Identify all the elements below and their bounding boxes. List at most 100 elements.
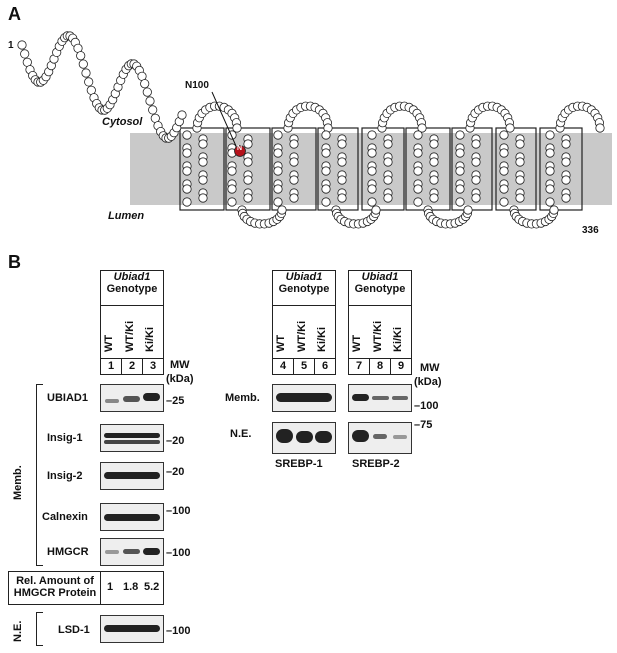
residue-circle (337, 157, 347, 167)
c-terminus-label: 336 (582, 225, 599, 236)
residue-circle (561, 193, 571, 203)
genotype-cells-left (100, 305, 164, 359)
mw-calnexin: –100 (166, 505, 191, 517)
residue-circle (371, 205, 381, 215)
mw-insig2: –20 (166, 466, 185, 478)
srebp2-label: SREBP-2 (352, 458, 400, 470)
mw-srebp-100: –100 (414, 400, 439, 412)
residue-circle (463, 205, 473, 215)
residue-circle (177, 110, 187, 120)
residue-circle (455, 197, 465, 207)
rel-amount-label-2: HMGCR Protein (13, 587, 97, 599)
residue-circle (243, 139, 253, 149)
blot-insig1 (100, 424, 164, 452)
genotype-kiki-right: Ki/Ki (392, 326, 404, 352)
genotype-subtitle: Genotype (106, 283, 158, 295)
row-lsd1-label: LSD-1 (58, 624, 90, 636)
row-insig1-label: Insig-1 (47, 432, 83, 444)
residue-circle (182, 148, 192, 158)
residue-circle (515, 175, 525, 185)
residue-circle (561, 139, 571, 149)
residue-circle (367, 197, 377, 207)
residue-circle (17, 40, 27, 50)
mw-lsd1: –100 (166, 625, 191, 637)
n100-label: N100 (185, 80, 209, 91)
residue-circle (273, 197, 283, 207)
residue-circle (545, 148, 555, 158)
residue-circle (140, 79, 150, 89)
n100-residue (234, 145, 246, 157)
mw-insig1: –20 (166, 435, 185, 447)
residue-circle (321, 197, 331, 207)
residue-circle (455, 166, 465, 176)
residue-circle (337, 139, 347, 149)
memb-group-label: Memb. (12, 465, 24, 500)
residue-circle (78, 59, 88, 69)
residue-circle (545, 130, 555, 140)
n-terminus-label: 1 (8, 40, 14, 51)
residue-circle (505, 123, 515, 133)
lumen-label: Lumen (108, 210, 145, 222)
residue-circle (413, 148, 423, 158)
residue-circle (545, 197, 555, 207)
residue-circle (367, 130, 377, 140)
residue-circle (545, 166, 555, 176)
mw-unit-right: (kDa) (414, 376, 442, 388)
ne-group-label: N.E. (12, 620, 24, 642)
genotype-wt-right: WT (351, 334, 363, 352)
residue-circle (243, 193, 253, 203)
genotype-header-left: Ubiad1 Genotype (100, 270, 164, 306)
genotype-cells-right (348, 305, 412, 359)
blot-hmgcr (100, 538, 164, 566)
genotype-wt: WT (103, 334, 115, 352)
lane-9: 9 (390, 358, 412, 375)
residue-circle (413, 197, 423, 207)
residue-circle (595, 123, 605, 133)
mw-header-right: MW (420, 362, 440, 374)
genotype-wt-mid: WT (275, 334, 287, 352)
rel-value-2: 1.8 (123, 581, 139, 593)
residue-circle (455, 148, 465, 158)
residue-circle (383, 157, 393, 167)
genotype-header-mid: Ubiad1 Genotype (272, 270, 336, 306)
panel-a-label: A (8, 4, 21, 24)
memb-bracket (36, 384, 43, 566)
lane-3: 3 (142, 358, 164, 375)
residue-circle (561, 157, 571, 167)
mw-unit: (kDa) (166, 373, 194, 385)
residue-circle (232, 123, 242, 133)
residue-circle (227, 197, 237, 207)
residue-circle (273, 130, 283, 140)
srebp-ne-label: N.E. (230, 428, 252, 440)
gene-name: Ubiad1 (113, 271, 151, 283)
lane-4: 4 (272, 358, 294, 375)
blot-srebp1-memb (272, 384, 336, 412)
residue-circle (289, 139, 299, 149)
blot-calnexin (100, 503, 164, 531)
panel-b-label: B (8, 252, 21, 272)
residue-circle (561, 175, 571, 185)
residue-circle (337, 193, 347, 203)
genotype-cells-mid (272, 305, 336, 359)
residue-circle (499, 184, 509, 194)
residue-circle (145, 96, 155, 106)
blot-insig2 (100, 462, 164, 490)
row-hmgcr-label: HMGCR (47, 546, 89, 558)
srebp1-label: SREBP-1 (275, 458, 323, 470)
residue-circle (198, 139, 208, 149)
rel-amount-values: 1 1.8 5.2 (100, 571, 164, 605)
residue-circle (198, 193, 208, 203)
rel-amount-label-box: Rel. Amount of HMGCR Protein (8, 571, 102, 605)
residue-circle (429, 193, 439, 203)
blot-ubiad1 (100, 384, 164, 412)
blot-srebp2-ne (348, 422, 412, 454)
residue-circle (367, 184, 377, 194)
residue-circle (84, 77, 94, 87)
residue-circle (429, 175, 439, 185)
residue-circle (499, 130, 509, 140)
genotype-header-right: Ubiad1 Genotype (348, 270, 412, 306)
residue-circle (429, 139, 439, 149)
lane-6: 6 (314, 358, 336, 375)
residue-circle (367, 166, 377, 176)
n100-pointer (211, 91, 237, 147)
